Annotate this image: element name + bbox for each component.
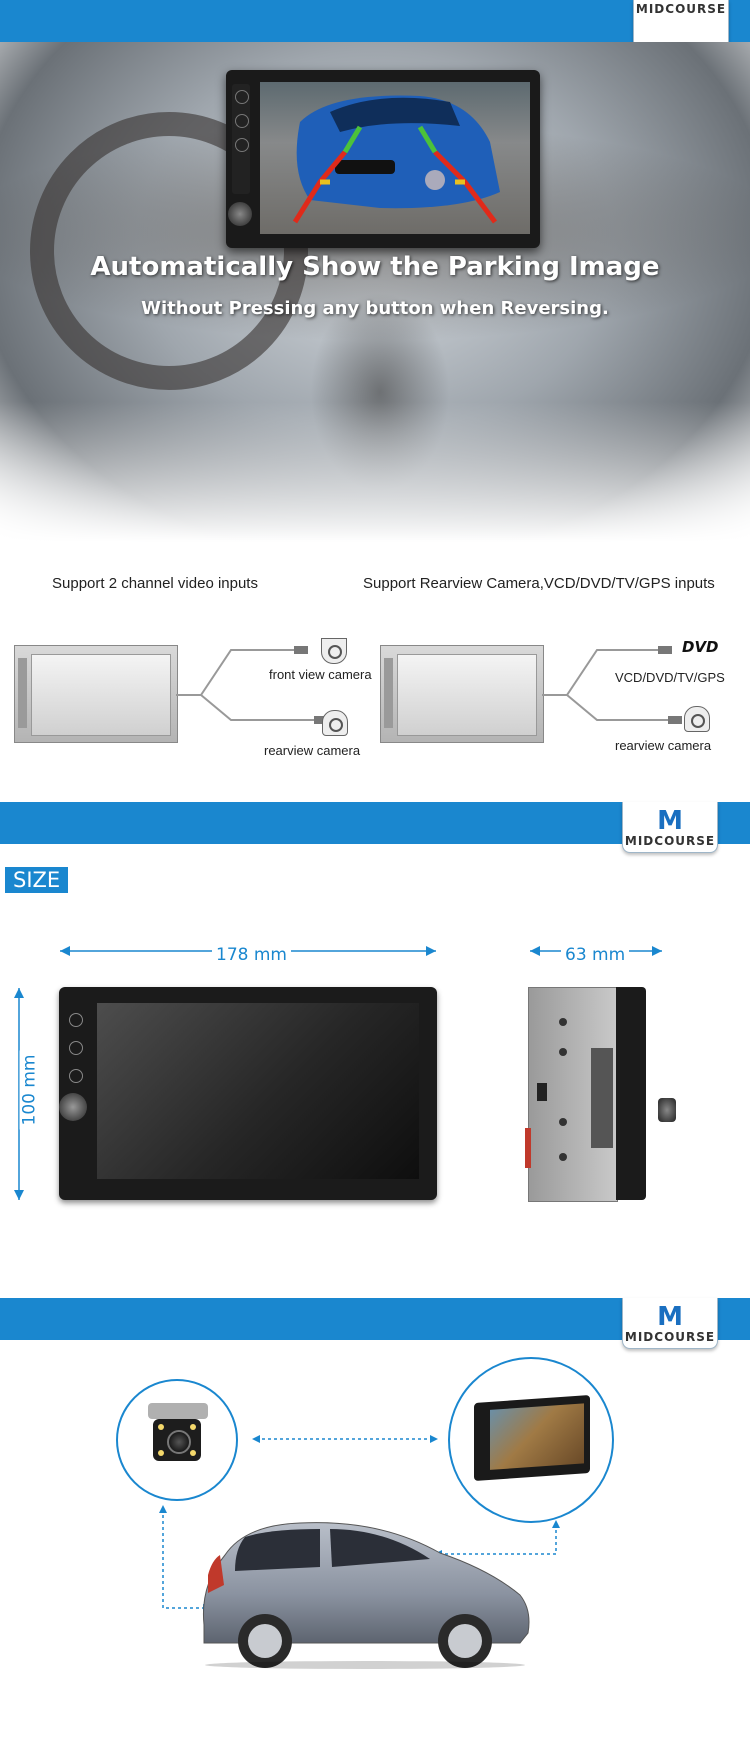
head-unit-diagram-left <box>14 645 178 743</box>
camera-circle <box>116 1379 238 1501</box>
hero-fade <box>0 402 750 542</box>
brand-name: MIDCOURSE <box>624 834 716 848</box>
brand-name: MIDCOURSE <box>635 2 727 16</box>
size-badge: SIZE <box>5 867 69 893</box>
connection-arrow-top <box>252 1435 438 1443</box>
brand-name: MIDCOURSE <box>624 1330 716 1344</box>
head-unit-icon <box>226 70 540 248</box>
height-label: 100 mm <box>19 1050 40 1130</box>
head-unit-side-front <box>616 987 646 1200</box>
hero-title: Automatically Show the Parking Image <box>90 252 660 282</box>
rearview-camera-label-left: rearview camera <box>264 743 361 758</box>
inputs-left-caption: Support 2 channel video inputs <box>52 575 258 592</box>
brand-logo: M MIDCOURSE <box>622 802 718 853</box>
top-banner <box>0 0 750 42</box>
parking-image <box>292 95 500 224</box>
vcd-dvd-tv-gps-label: VCD/DVD/TV/GPS <box>615 670 725 685</box>
height-dimension-line <box>14 988 24 1200</box>
inputs-right-caption: Support Rearview Camera,VCD/DVD/TV/GPS i… <box>363 575 715 592</box>
brand-mark: M <box>657 1302 683 1332</box>
width-label: 178 mm <box>212 945 291 965</box>
head-unit-screen <box>97 1003 419 1179</box>
car-icon <box>202 1522 530 1669</box>
dvd-logo-icon: DVD <box>682 638 719 656</box>
volume-knob <box>59 1093 87 1121</box>
head-unit-side-view <box>525 987 618 1202</box>
head-unit-icon <box>59 987 437 1200</box>
volume-knob <box>228 202 252 226</box>
head-unit-buttons <box>232 84 250 194</box>
camera-icon <box>322 710 348 736</box>
head-unit-diagram-right <box>380 645 544 743</box>
cable-lines-right <box>542 646 682 724</box>
head-unit-icon <box>474 1394 590 1482</box>
brand-logo: MIDCOURSE <box>633 0 729 49</box>
volume-knob <box>658 1098 676 1122</box>
hero-subtitle: Without Pressing any button when Reversi… <box>141 298 609 319</box>
front-view-camera-label: front view camera <box>269 667 372 682</box>
camera-bracket <box>148 1403 208 1419</box>
depth-label: 63 mm <box>561 945 630 965</box>
cable-lines-left <box>176 646 326 724</box>
head-unit-circle <box>448 1357 614 1523</box>
brand-mark: M <box>657 806 683 836</box>
camera-icon <box>153 1419 201 1461</box>
parking-screen <box>260 82 530 234</box>
camera-icon <box>684 706 710 732</box>
rearview-camera-label-right: rearview camera <box>615 738 712 753</box>
hero-section: Automatically Show the Parking Image Wit… <box>0 42 750 542</box>
head-unit-buttons <box>65 1009 85 1109</box>
brand-logo: M MIDCOURSE <box>622 1298 718 1349</box>
camera-icon <box>321 638 347 664</box>
